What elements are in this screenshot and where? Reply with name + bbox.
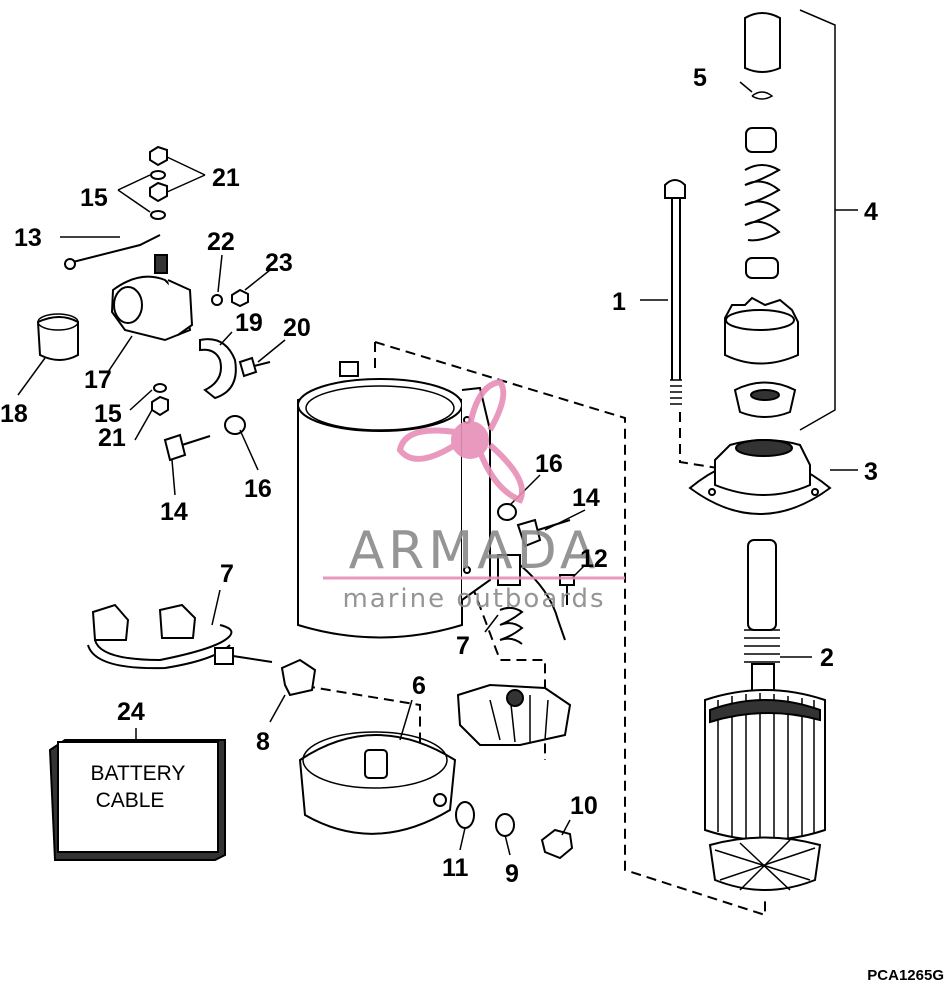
- label-18: 18: [0, 400, 28, 428]
- label-24: 24: [117, 698, 145, 726]
- label-7-left: 7: [220, 560, 234, 588]
- label-23: 23: [265, 249, 293, 277]
- label-19: 19: [235, 309, 263, 337]
- label-7-center: 7: [456, 632, 470, 660]
- assembly-guide-lines: [304, 9, 836, 917]
- drive-assembly: [664, 12, 832, 891]
- label-3: 3: [864, 458, 878, 486]
- drive-cap: [744, 12, 781, 73]
- end-housing: [298, 731, 457, 835]
- motor-frame: [297, 361, 491, 639]
- label-21-lower: 21: [98, 424, 126, 452]
- label-1: 1: [612, 288, 626, 316]
- drive-spring: [744, 164, 781, 242]
- solenoid-assembly: [36, 145, 271, 462]
- label-22: 22: [207, 228, 235, 256]
- label-14-left: 14: [160, 498, 188, 526]
- label-15-lower: 15: [94, 400, 122, 428]
- label-16-left: 16: [244, 475, 272, 503]
- label-20: 20: [283, 314, 311, 342]
- drive-collar: [745, 127, 777, 153]
- spring-washer: [745, 257, 779, 279]
- label-15-top: 15: [80, 184, 108, 212]
- label-5: 5: [693, 64, 707, 92]
- retaining-ring: [751, 91, 774, 100]
- label-4: 4: [864, 198, 878, 226]
- label-14-right: 14: [572, 484, 600, 512]
- brush-holder: [456, 683, 572, 746]
- battery-label-line2: CABLE: [96, 789, 165, 812]
- label-6: 6: [412, 672, 426, 700]
- label-2: 2: [820, 644, 834, 672]
- label-17: 17: [84, 366, 112, 394]
- part-number-labels: 1 2 3 4 5 6 7 7 8 9 10 11 12 13 14 14 15…: [0, 64, 944, 983]
- label-11: 11: [442, 854, 469, 882]
- figure-code: PCA1265G: [867, 967, 944, 983]
- label-9: 9: [505, 860, 519, 888]
- through-bolt: [664, 179, 686, 405]
- battery-cable-box: BATTERY CABLE: [48, 739, 226, 861]
- label-13: 13: [14, 224, 42, 252]
- propeller-logo: [396, 378, 525, 504]
- watermark-tagline: marine outboards: [342, 584, 605, 614]
- armada-watermark: ARMADA marine outboards: [323, 378, 625, 614]
- label-16-right: 16: [535, 450, 563, 478]
- armature: [704, 539, 826, 891]
- brush-lead-assembly: [87, 603, 273, 670]
- battery-label-line1: BATTERY: [91, 762, 186, 785]
- label-8: 8: [256, 728, 270, 756]
- leader-lines: [17, 81, 858, 856]
- watermark-brand: ARMADA: [349, 521, 600, 581]
- label-12: 12: [580, 545, 608, 573]
- label-21-top: 21: [212, 164, 240, 192]
- label-10: 10: [570, 792, 598, 820]
